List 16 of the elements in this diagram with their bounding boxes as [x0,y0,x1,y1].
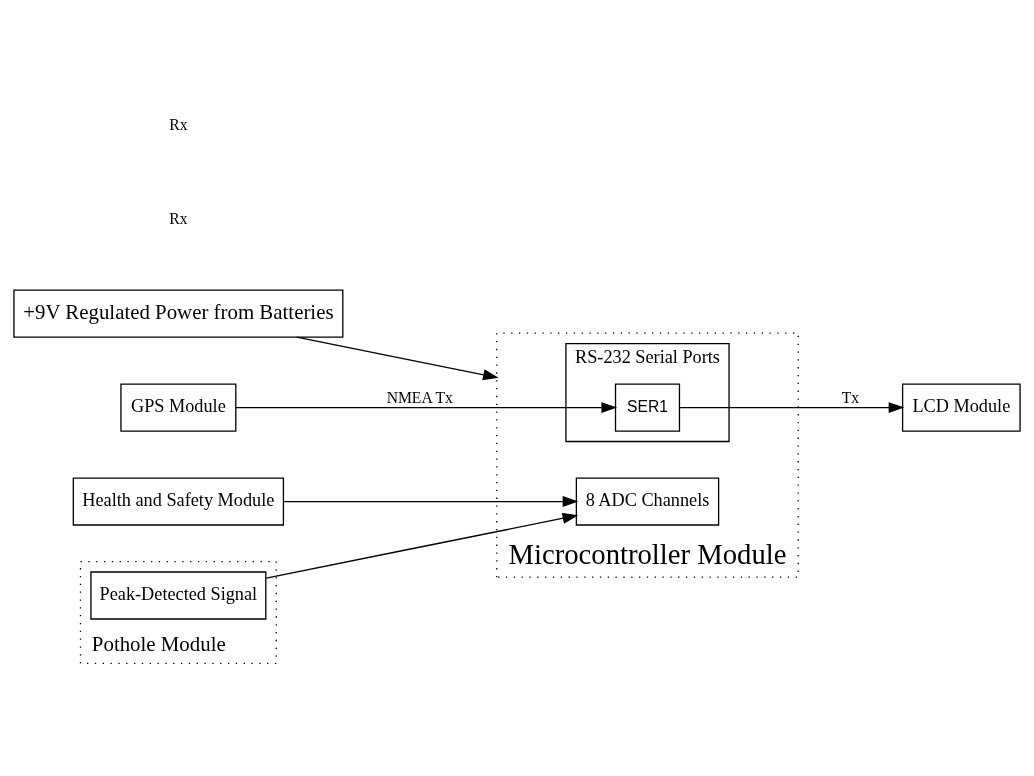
node-box: +9V Regulated Power from Batteries [13,289,344,338]
label: Rx [169,115,188,133]
label: Rx [169,209,188,227]
node-box: Health and Safety Module [72,477,285,526]
arrow [283,496,579,507]
arrow [235,402,618,414]
node-box: LCD Module [901,383,1021,432]
node-box: 8 ADC Channels [575,477,720,526]
node-box: GPS Module [120,383,237,432]
edge-label: Tx [841,389,860,407]
arrow [296,336,499,381]
node-box: SER1 [614,383,681,432]
node-box: Peak-Detected Signal [90,571,267,620]
edge-label: NMEA Tx [386,389,453,407]
arrow [265,512,579,579]
arrow [679,402,905,414]
